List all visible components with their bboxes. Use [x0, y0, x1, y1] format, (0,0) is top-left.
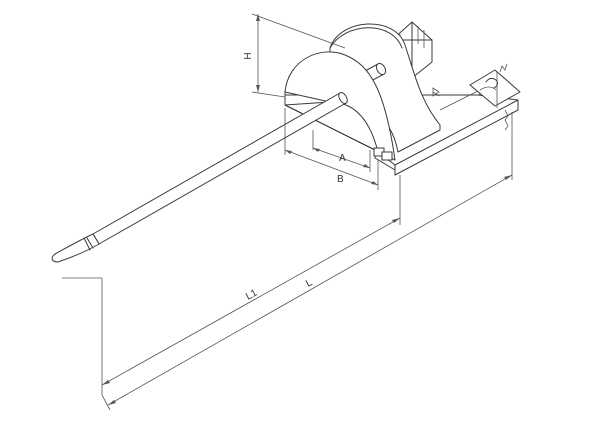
hook-bracket [469, 63, 521, 131]
dimension-h: H [243, 13, 346, 98]
front-flange [284, 51, 396, 161]
label-a: A [339, 153, 346, 164]
dimension-l1: L1 [62, 175, 401, 395]
rod [51, 92, 348, 263]
dimension-a: A [312, 130, 371, 172]
label-l1: L1 [244, 287, 259, 302]
label-h: H [243, 52, 254, 59]
label-b: B [337, 174, 344, 185]
dimension-l: L [101, 112, 513, 411]
base-features [373, 87, 440, 161]
dimension-b: B [284, 108, 379, 190]
label-l: L [304, 277, 315, 290]
